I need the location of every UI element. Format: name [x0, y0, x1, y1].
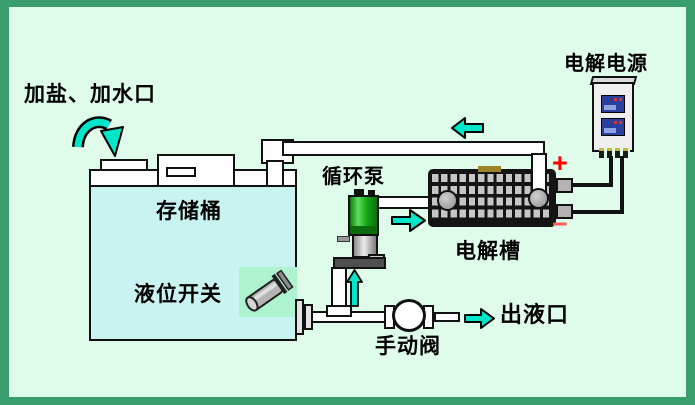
flow-up-arrow-icon	[346, 269, 363, 307]
pump-band	[350, 226, 377, 234]
power-supply-label: 电解电源	[564, 53, 648, 75]
pipe-tee-collar	[326, 305, 352, 317]
power-supply-box	[592, 82, 634, 152]
terminal-positive	[556, 178, 573, 193]
tank-label: 存储桶	[156, 200, 222, 223]
pipe-into-tank	[266, 160, 284, 187]
pump-cap-icon	[354, 189, 364, 197]
manual-valve	[392, 299, 426, 332]
pump-base	[333, 257, 386, 269]
plus-sign: +	[552, 148, 568, 178]
terminal-negative	[556, 204, 573, 219]
power-wires-icon	[573, 156, 624, 214]
pipe-top-horizontal	[282, 141, 545, 156]
tank-top-slot	[166, 167, 196, 177]
flow-right-arrow-icon	[391, 209, 426, 232]
power-module	[601, 95, 625, 113]
pump-cap-icon	[368, 190, 375, 197]
cell-label: 电解槽	[455, 240, 521, 263]
tank-outlet-flange	[295, 299, 304, 335]
pump-label: 循环泵	[322, 166, 385, 188]
power-module	[601, 118, 625, 136]
outlet-arrow-icon	[464, 308, 495, 329]
curved-inlet-arrow-icon	[72, 116, 124, 157]
cell-top-strip	[478, 166, 501, 172]
inlet-label: 加盐、加水口	[24, 83, 156, 106]
level-sensor-icon	[245, 269, 294, 312]
valve-label: 手动阀	[375, 335, 441, 358]
level-switch-label: 液位开关	[134, 283, 222, 306]
cell-port-right	[528, 188, 549, 209]
cell-port-left	[437, 190, 458, 211]
pipe-outlet	[434, 312, 460, 322]
pump-bracket	[337, 236, 350, 242]
flow-left-arrow-icon	[451, 117, 484, 139]
outlet-label: 出液口	[500, 302, 570, 327]
minus-sign: −	[552, 209, 568, 239]
power-supply-pins	[599, 148, 630, 158]
